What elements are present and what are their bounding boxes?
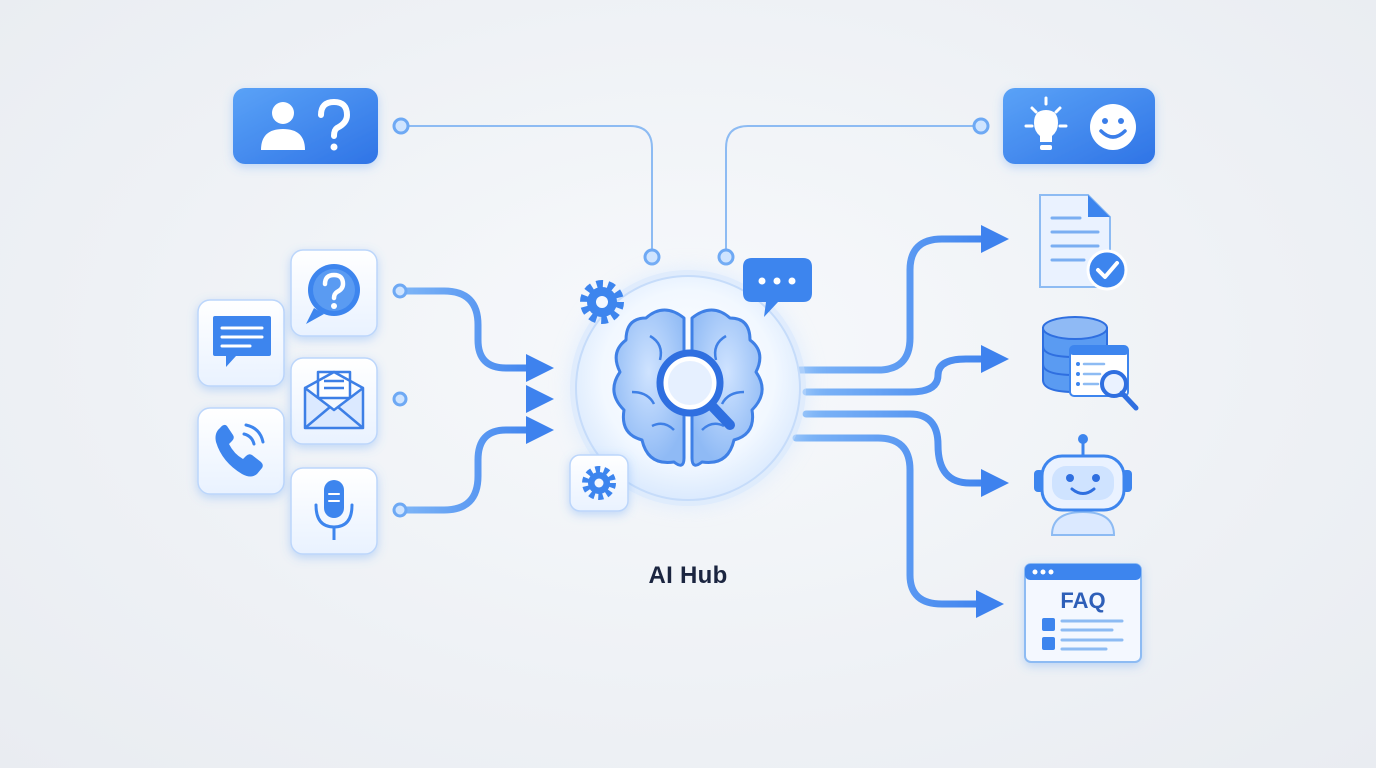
- connector-dots: [392, 117, 990, 266]
- chat-bubble-icon: [213, 316, 271, 367]
- phone-icon: [215, 423, 265, 477]
- gear-icon: [580, 280, 624, 324]
- envelope-icon: [303, 370, 365, 430]
- output-robot: [1034, 434, 1132, 536]
- output-arrow-robot: [802, 410, 1009, 497]
- faq-title: FAQ: [1060, 588, 1105, 613]
- input-tile-chat: [197, 299, 285, 387]
- gear-tile: [569, 454, 629, 512]
- input-tile-phone: [197, 407, 285, 495]
- output-arrows: [792, 225, 1009, 618]
- microphone-icon: [314, 480, 354, 540]
- output-arrow-database: [802, 345, 1009, 396]
- speech-bubble-icon: [743, 258, 812, 317]
- connector-top-left: [401, 125, 653, 257]
- ai-hub: [569, 258, 812, 512]
- input-arrow-top: [396, 287, 554, 382]
- user-icon: [261, 102, 305, 150]
- connector-top-right: [725, 125, 981, 257]
- top-connectors: [401, 125, 981, 257]
- output-arrow-faq: [792, 434, 1004, 618]
- input-tile-voice: [290, 467, 378, 555]
- input-channels: [197, 249, 378, 555]
- input-arrows: [396, 287, 554, 514]
- output-database: [1042, 316, 1139, 411]
- faq-window-icon: FAQ: [1024, 563, 1142, 663]
- smiley-icon: [1090, 104, 1136, 150]
- brain-icon: [612, 308, 764, 467]
- top-right-card: [1003, 88, 1155, 164]
- lightbulb-icon: [1024, 96, 1068, 150]
- input-tile-question: [290, 249, 378, 337]
- top-left-card: [233, 88, 378, 164]
- output-document: [1039, 194, 1128, 291]
- question-mark-icon: [318, 98, 351, 151]
- database-search-icon: [1042, 316, 1139, 411]
- input-arrow-bottom: [396, 416, 554, 514]
- input-tile-email: [290, 357, 378, 445]
- document-check-icon: [1039, 194, 1128, 291]
- question-bubble-icon: [306, 264, 360, 324]
- magnifier-icon: [656, 349, 735, 430]
- gear-icon: [582, 466, 616, 500]
- output-arrow-document: [796, 225, 1009, 374]
- robot-icon: [1034, 434, 1132, 536]
- output-faq: FAQ: [1024, 563, 1142, 663]
- input-arrow-dots: [392, 283, 408, 518]
- hub-label: AI Hub: [648, 562, 728, 589]
